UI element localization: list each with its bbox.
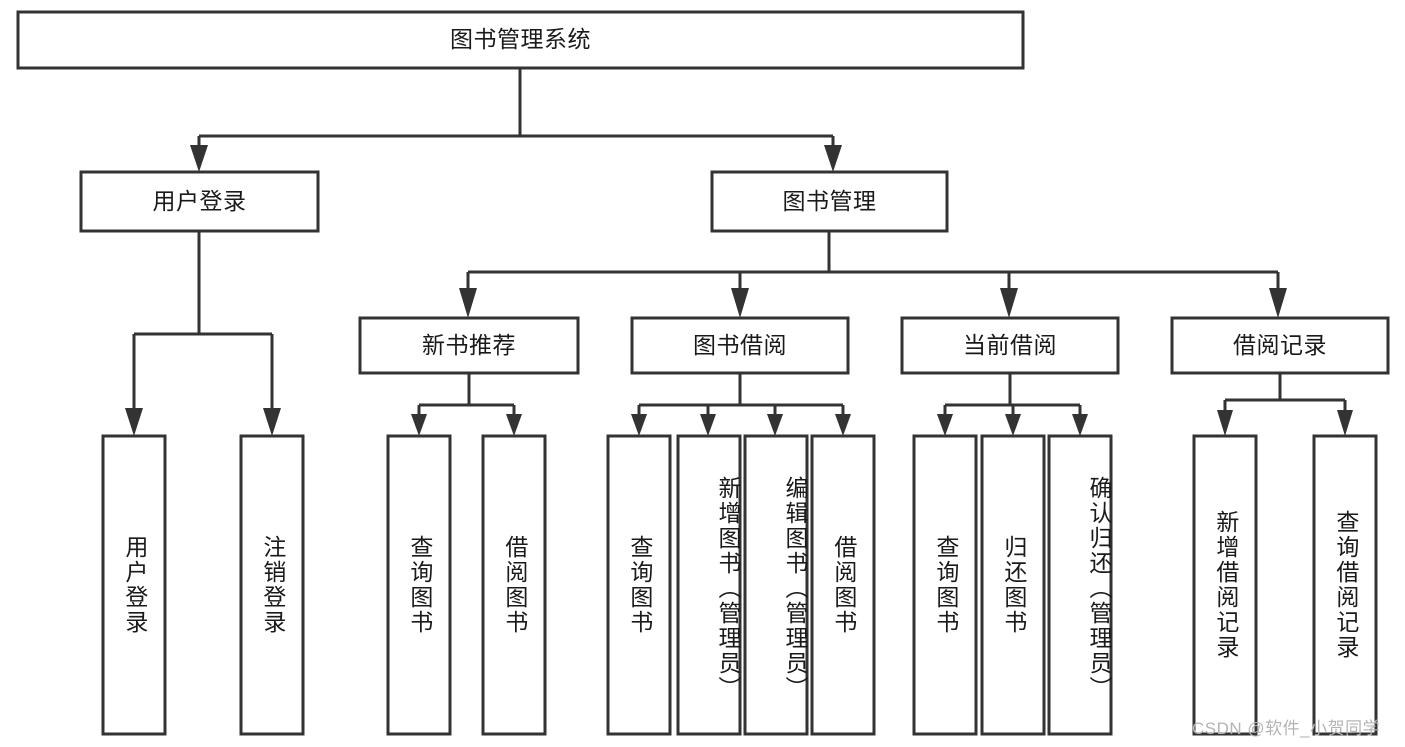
node-user-login[interactable] — [79, 170, 320, 233]
node-leaf-add-borrow-record[interactable] — [1192, 434, 1258, 736]
node-leaf-user-login[interactable] — [101, 434, 167, 736]
arrowhead-leaf-edit-book-admin — [767, 414, 783, 436]
node-root-system[interactable] — [16, 10, 1025, 70]
arrowhead-borrow-record — [1269, 288, 1287, 318]
arrowhead-leaf-user-login — [125, 408, 143, 436]
arrowhead-leaf-logout-login — [263, 408, 281, 436]
arrowhead-leaf-query-book-1 — [411, 414, 427, 436]
node-leaf-borrow-book-2[interactable] — [810, 434, 876, 736]
arrowhead-book-management — [824, 145, 842, 172]
arrowhead-current-borrow — [1000, 288, 1018, 318]
arrowhead-leaf-query-borrow-record — [1337, 410, 1353, 436]
node-leaf-query-book-2[interactable] — [606, 434, 672, 736]
node-leaf-logout-login[interactable] — [239, 434, 305, 736]
arrowhead-leaf-borrow-book-2 — [835, 414, 851, 436]
arrowhead-user-login — [190, 145, 208, 172]
arrowhead-book-borrow — [731, 288, 749, 318]
node-leaf-borrow-book-1[interactable] — [481, 434, 547, 736]
node-leaf-edit-book-admin[interactable] — [743, 434, 809, 736]
node-book-management[interactable] — [710, 170, 949, 233]
csdn-watermark: CSDN @软件_小贺同学 — [1192, 719, 1381, 738]
arrowhead-leaf-confirm-return-admin — [1072, 414, 1088, 436]
node-leaf-confirm-return-admin[interactable] — [1047, 434, 1113, 736]
node-book-borrow[interactable] — [630, 316, 850, 375]
node-leaf-query-book-1[interactable] — [386, 434, 452, 736]
arrowhead-leaf-query-book-2 — [631, 414, 647, 436]
arrowhead-leaf-add-book-admin — [700, 414, 716, 436]
node-borrow-record[interactable] — [1170, 316, 1390, 375]
arrowhead-leaf-query-book-3 — [937, 414, 953, 436]
arrowhead-leaf-add-borrow-record — [1217, 410, 1233, 436]
arrowhead-leaf-borrow-book-1 — [506, 414, 522, 436]
node-new-book-recommend[interactable] — [358, 316, 580, 375]
node-leaf-add-book-admin[interactable] — [676, 434, 742, 736]
arrowhead-leaf-return-book — [1005, 414, 1021, 436]
node-leaf-return-book[interactable] — [980, 434, 1046, 736]
node-leaf-query-borrow-record[interactable] — [1312, 434, 1378, 736]
node-leaf-query-book-3[interactable] — [912, 434, 978, 736]
node-current-borrow[interactable] — [900, 316, 1120, 375]
arrowhead-new-book-recommend — [459, 288, 477, 318]
